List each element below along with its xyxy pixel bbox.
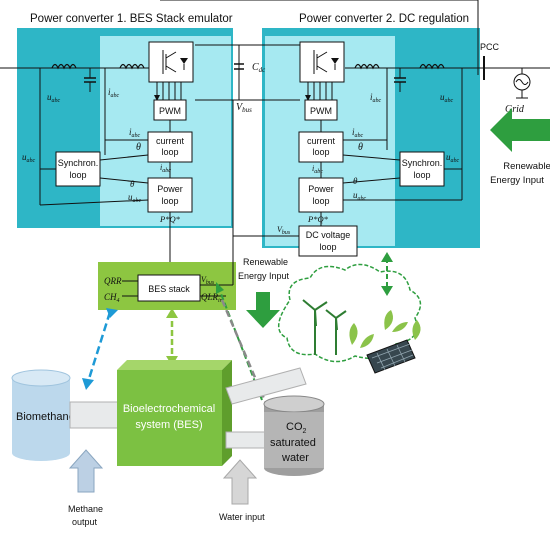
- co2-water-tank: [263, 395, 325, 476]
- synchron-loop-1: [55, 151, 101, 187]
- uabc-label-1d: uabc: [128, 192, 142, 204]
- synchron-loop-2: [399, 151, 445, 187]
- power-loop-2-label-a: Power: [308, 184, 334, 194]
- power-loop-2: [298, 177, 344, 213]
- vbus-label: Vbus: [236, 102, 252, 114]
- grid-label: Grid: [505, 104, 525, 115]
- pq-ref-label-2: P*Q*: [307, 214, 329, 224]
- switch-2: [299, 41, 345, 83]
- uabc-label-2d: uabc: [353, 190, 367, 202]
- pwm-label-2: PWM: [310, 106, 332, 116]
- bes-system-label-b: system (BES): [135, 419, 202, 431]
- inductor-1a: [51, 63, 77, 70]
- current-loop-1-label-a: current: [156, 136, 185, 146]
- theta-label-1: θ: [136, 142, 141, 153]
- renewable-arrow-mid: [246, 292, 280, 328]
- co2-water-label: water: [281, 452, 309, 464]
- converter2-title: Power converter 2. DC regulation: [299, 13, 469, 25]
- uabc-label-1c: uabc: [22, 152, 36, 164]
- theta-label-2: θ: [358, 142, 363, 153]
- current-loop-1-label-b: loop: [161, 147, 178, 157]
- bes-stack-block: [137, 274, 201, 302]
- iabc-label-2b: iabc: [352, 127, 364, 139]
- methane-link: [86, 311, 112, 383]
- iabc-ref-label-1: iabc: [160, 163, 171, 174]
- bes-system-label-a: Bioelectrochemical: [123, 403, 215, 415]
- cdc-label: Cdc: [252, 62, 266, 74]
- inductor-2a: [354, 63, 380, 70]
- water-pipe: [225, 431, 267, 449]
- qlr-label: QLRin: [201, 292, 223, 304]
- dc-voltage-label-b: loop: [319, 242, 336, 252]
- bes-stack-label: BES stack: [148, 284, 190, 294]
- uabc-label-2: uabc: [440, 92, 454, 104]
- methane-output-line1: Methane: [68, 504, 103, 514]
- wind-turbine-icon: [302, 299, 347, 355]
- water-input-arrow: [222, 459, 258, 505]
- ch4-label: CH4: [104, 292, 120, 304]
- methane-output-arrow: [68, 449, 104, 493]
- iabc-ref-label-2: iabc: [312, 164, 323, 175]
- renewable-mid-line2: Energy Input: [238, 271, 290, 281]
- current-loop-1: [147, 131, 193, 163]
- current-loop-2: [298, 131, 344, 163]
- current-loop-2-label-a: current: [307, 136, 336, 146]
- energy-pipe: [225, 367, 307, 405]
- co2-saturated-label: saturated: [270, 437, 316, 449]
- inductor-1b: [119, 63, 145, 70]
- power-loop-2-label-b: loop: [312, 196, 329, 206]
- methane-output-line2: output: [72, 517, 98, 527]
- co2-label: CO2: [286, 421, 307, 435]
- iabc-label-1b: iabc: [129, 127, 141, 139]
- water-link: [220, 299, 270, 409]
- biomethane-label: Biomethane: [16, 411, 75, 423]
- renewable-mid-line1: Renewable: [243, 257, 288, 267]
- renewable-arrow-right: [490, 108, 550, 152]
- converter1-title: Power converter 1. BES Stack emulator: [30, 13, 233, 25]
- synchron-2-label-b: loop: [413, 170, 430, 180]
- vbus-label-3: Vbus: [201, 275, 215, 286]
- synchron-1-label-b: loop: [69, 170, 86, 180]
- uabc-label-1: uabc: [47, 92, 61, 104]
- inductor-2b: [419, 63, 445, 70]
- biomethane-tank: [11, 369, 71, 461]
- plant-icon: [349, 310, 421, 348]
- power-loop-1-label-a: Power: [157, 184, 183, 194]
- power-loop-1: [147, 177, 193, 213]
- solar-panel-icon: [366, 339, 416, 374]
- synchron-1-label-a: Synchron.: [58, 158, 99, 168]
- current-loop-2-label-b: loop: [312, 147, 329, 157]
- dc-voltage-loop: [298, 225, 358, 257]
- renewable-right-line1: Renewable: [503, 161, 550, 172]
- theta-label-2b: θ: [353, 176, 358, 186]
- biomethane-pipe: [69, 401, 121, 429]
- bes-system-block: [117, 360, 232, 466]
- vbus-label-2: Vbus: [277, 225, 291, 236]
- synchron-2-label-a: Synchron.: [402, 158, 443, 168]
- switch-1: [148, 41, 194, 83]
- uabc-label-2c: uabc: [446, 152, 460, 164]
- dc-voltage-label-a: DC voltage: [306, 230, 351, 240]
- water-input-label: Water input: [219, 512, 265, 522]
- qrr-label: QRR: [104, 276, 122, 286]
- iabc-label-1: iabc: [108, 87, 120, 99]
- power-loop-1-label-b: loop: [161, 196, 178, 206]
- renewable-right-line2: Energy Input: [490, 175, 544, 186]
- iabc-label-2: iabc: [370, 92, 382, 104]
- theta-label-1b: θ: [130, 179, 135, 189]
- pcc-label: PCC: [480, 42, 500, 52]
- pwm-label-1: PWM: [159, 106, 181, 116]
